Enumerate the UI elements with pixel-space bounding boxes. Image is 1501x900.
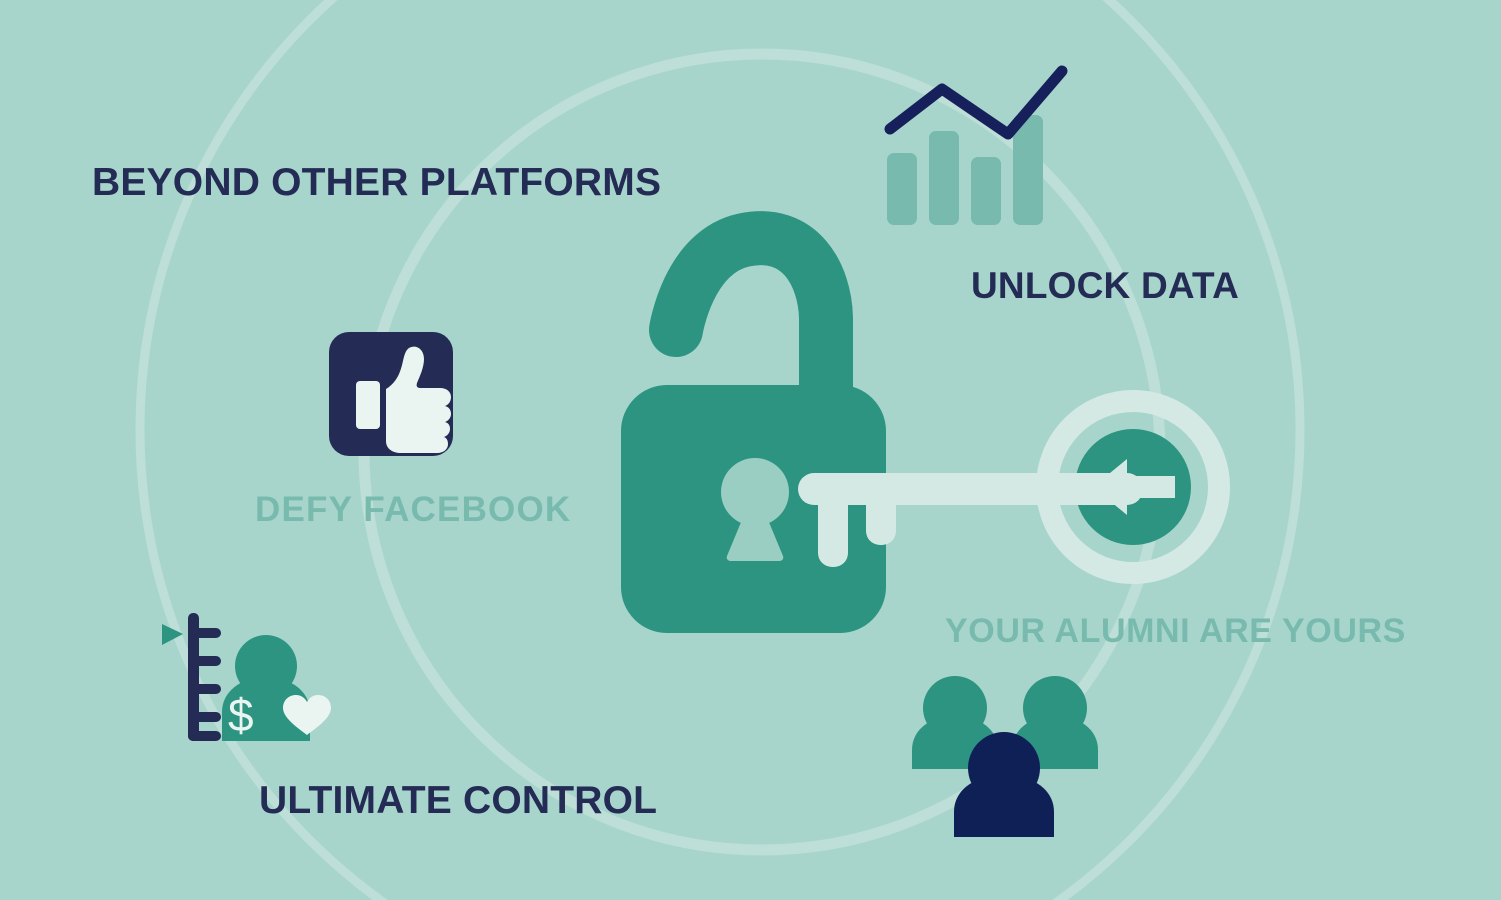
padlock-open-icon	[621, 211, 1143, 633]
donor-person-body	[222, 677, 310, 741]
scale-tick-1	[188, 628, 221, 638]
bar-chart-bar-2	[929, 131, 959, 225]
key-tooth-long	[818, 490, 848, 567]
bar-chart-bar-1	[887, 153, 917, 225]
padlock-shackle	[649, 211, 853, 425]
thumbs-up-base-bar	[356, 381, 380, 429]
bar-chart-icon	[884, 65, 1068, 225]
label-beyond-other-platforms: BEYOND OTHER PLATFORMS	[92, 161, 662, 204]
scale-tick-4	[188, 712, 221, 722]
scale-tick-2	[188, 656, 221, 666]
key-tooth-short	[866, 490, 896, 545]
bar-chart-trend-line	[884, 65, 1068, 140]
scale-marker-triangle	[162, 624, 183, 645]
thumbs-up-hand	[386, 346, 451, 453]
outer-ring-circle	[135, 0, 1305, 900]
padlock-keyhole	[721, 458, 789, 561]
padlock-key	[798, 473, 1143, 567]
donor-heart-symbol	[283, 695, 331, 735]
bar-chart-bar-3	[971, 157, 1001, 225]
donor-dollar-symbol: $	[228, 689, 254, 741]
label-defy-facebook: DEFY FACEBOOK	[255, 490, 572, 529]
keyhole-circle	[721, 458, 789, 526]
keyhole-stem	[726, 515, 784, 561]
facebook-thumbs-up-icon	[329, 332, 453, 456]
donor-scale-icon: $	[162, 613, 331, 741]
key-shaft	[798, 473, 1143, 505]
label-ultimate-control: ULTIMATE CONTROL	[259, 779, 658, 822]
scale-spine	[188, 613, 199, 741]
bar-chart-bar-4	[1013, 115, 1043, 225]
label-your-alumni-are-yours: YOUR ALUMNI ARE YOURS	[945, 612, 1406, 650]
label-unlock-data: UNLOCK DATA	[971, 265, 1240, 306]
person-front-body	[954, 775, 1054, 837]
people-group-icon	[912, 676, 1098, 837]
scale-tick-5	[188, 731, 221, 741]
svg-text:$: $	[228, 689, 254, 741]
scale-tick-3	[188, 684, 221, 694]
